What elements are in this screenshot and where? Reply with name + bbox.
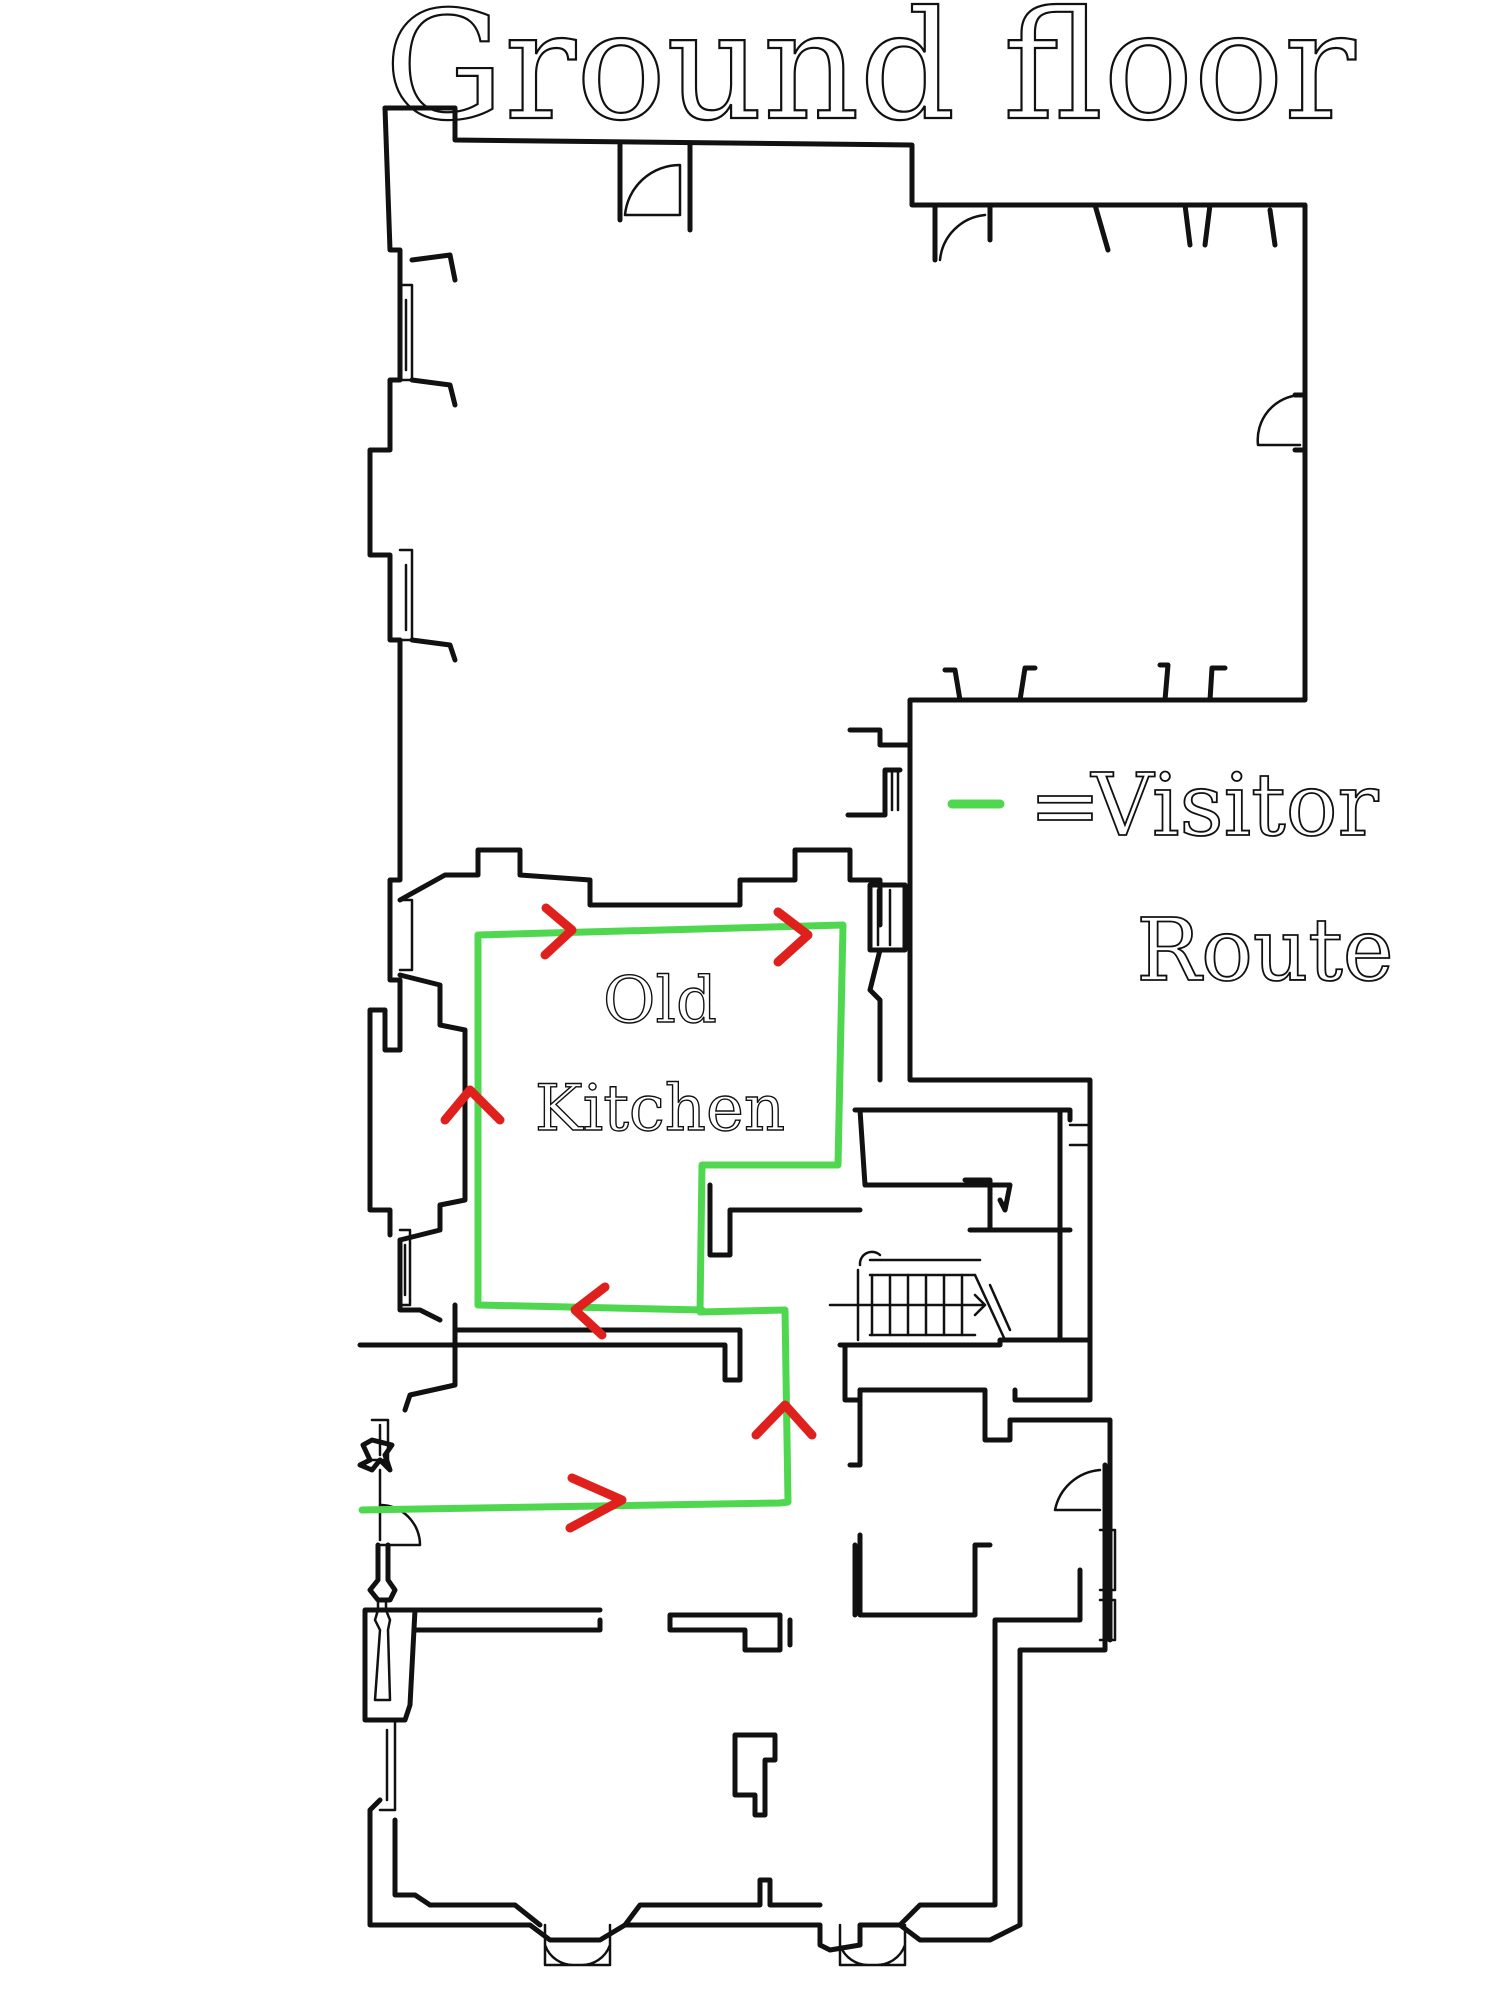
legend-line2: Route [1136,901,1393,1001]
route-arrow-up-1 [440,1085,505,1125]
visitor-route [358,921,847,1514]
room-label-line2: Kitchen [535,1072,785,1146]
route-arrow-up-2 [751,1400,817,1440]
upper-hall-walls [367,105,1308,1128]
legend: = Visitor Route [947,755,1395,1002]
lower-block-walls [357,1342,1117,1967]
room-label-line1: Old [603,964,717,1038]
page-title: Ground floor [384,0,1355,154]
legend-line1: Visitor [1090,756,1379,856]
route-arrow-right-2 [773,907,813,967]
staircase [828,1250,1012,1342]
route-arrow-right-3 [565,1473,627,1533]
legend-equals: = [1029,756,1101,856]
route-arrows [440,903,817,1533]
kitchen-walls [367,847,1113,1468]
route-arrow-left-1 [570,1282,610,1340]
route-arrow-right-1 [540,903,577,960]
